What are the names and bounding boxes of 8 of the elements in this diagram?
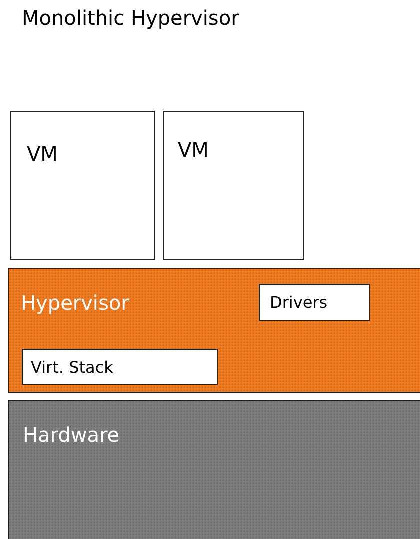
- virt-stack-box: Virt. Stack: [22, 349, 218, 385]
- drivers-box: Drivers: [259, 284, 370, 321]
- vm-box: VM: [10, 111, 155, 260]
- vm-box: VM: [163, 111, 304, 260]
- hardware-layer: Hardware: [8, 400, 420, 539]
- layer-label: Hypervisor: [21, 291, 130, 315]
- hypervisor-layer: [8, 268, 420, 393]
- title: Monolithic Hypervisor: [22, 6, 240, 30]
